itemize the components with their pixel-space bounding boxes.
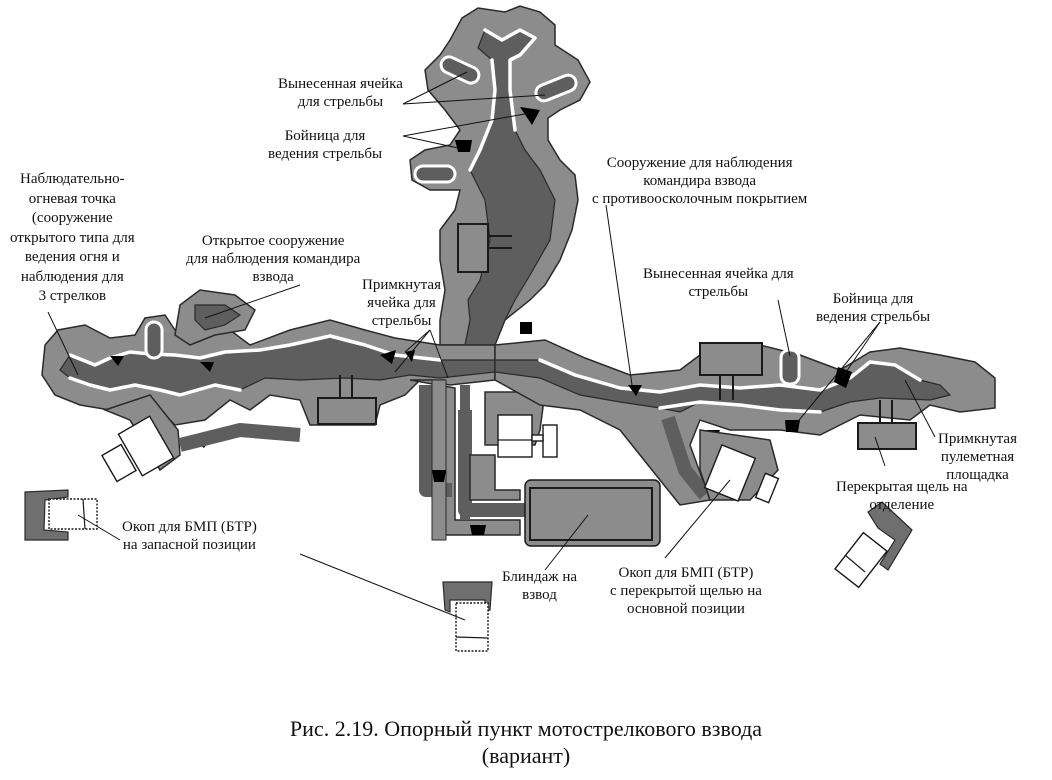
advanced-cell-east <box>779 348 801 386</box>
covered-slit-west <box>317 397 377 425</box>
label-line: Вынесенная ячейка для <box>643 266 794 282</box>
label-line: ведения огня и <box>24 249 120 265</box>
label-line: пулеметная <box>940 449 1015 465</box>
label-line: стрельбы <box>371 313 432 329</box>
label-line: с противоосколочным покрытием <box>592 191 808 207</box>
label-open-commander-post: Открытое сооружение для наблюдения коман… <box>186 232 360 286</box>
label-line: Окоп для БМП (БТР) <box>618 565 754 581</box>
covered-post-box <box>457 223 489 273</box>
label-line: ячейка для <box>367 295 436 311</box>
caption-line-1: Рис. 2.19. Опорный пункт мотострелкового… <box>289 716 763 741</box>
label-line: открытого типа для <box>10 229 135 246</box>
label-line: на запасной позиции <box>122 537 256 553</box>
label-adjoining-mg-platform: Примкнутая пулеметная площадка <box>938 430 1017 484</box>
cell-w1 <box>144 320 164 360</box>
label-line: наблюдения для <box>20 268 124 285</box>
label-line: Окоп для БМП (БТР) <box>122 519 257 535</box>
label-covered-slit: Перекрытая щель на отделение <box>836 478 968 514</box>
label-line: для наблюдения командира <box>186 251 361 267</box>
label-main-ifv-trench: Окоп для БМП (БТР) с перекрытой щелью на… <box>610 564 762 618</box>
reserve-ifv-trench-south <box>442 581 493 652</box>
open-commander-post <box>194 304 242 331</box>
label-reserve-ifv-trench: Окоп для БМП (БТР) на запасной позиции <box>122 518 257 554</box>
label-line: Бойница для <box>832 291 914 307</box>
label-adjoining-cell: Примкнутая ячейка для стрельбы <box>362 276 441 330</box>
main-trench-west <box>41 289 496 483</box>
north-spur <box>409 5 591 346</box>
figure-caption: Рис. 2.19. Опорный пункт мотострелкового… <box>0 715 1052 769</box>
label-line: Сооружение для наблюдения <box>606 155 793 171</box>
label-line: Открытое сооружение <box>201 233 345 249</box>
label-line: Примкнутая <box>362 277 441 293</box>
label-line: ведения стрельбы <box>268 146 383 162</box>
caption-line-2: (вариант) <box>481 743 571 768</box>
label-line: Примкнутая <box>938 431 1017 447</box>
label-line: Блиндаж на <box>502 569 578 585</box>
reserve-ifv-trench-east <box>834 501 913 589</box>
leader-lines <box>47 71 936 621</box>
loophole-w <box>455 140 472 152</box>
label-line: основной позиции <box>626 601 745 617</box>
loophole-ne <box>520 107 540 125</box>
label-line: Наблюдательно- <box>20 171 125 187</box>
label-line: Перекрытая щель на <box>836 479 968 495</box>
label-advanced-cell-right: Вынесенная ячейка для стрельбы <box>643 265 794 301</box>
label-line: ведения стрельбы <box>816 309 931 325</box>
label-observation-fire-point: Наблюдательно- огневая точка (сооружение… <box>10 170 135 307</box>
label-line: для стрельбы <box>297 94 384 110</box>
reserve-ifv-trench-west <box>24 489 98 541</box>
label-line: командира взвода <box>643 173 756 189</box>
label-loophole-top: Бойница для ведения стрельбы <box>268 127 382 163</box>
advanced-cell-w <box>413 164 457 184</box>
covered-slit-east <box>857 422 917 450</box>
central-trenches <box>409 379 661 547</box>
label-line: Вынесенная ячейка <box>278 76 403 92</box>
label-line: 3 стрелков <box>38 288 107 304</box>
label-line: взвод <box>522 587 557 603</box>
label-line: площадка <box>946 467 1009 483</box>
label-line: с перекрытой щелью на <box>610 583 762 599</box>
platoon-strongpoint-diagram <box>24 5 996 652</box>
label-line: стрельбы <box>688 284 749 300</box>
label-line: Бойница для <box>284 128 366 144</box>
label-advanced-cell-top: Вынесенная ячейка для стрельбы <box>278 75 403 111</box>
label-dugout: Блиндаж на взвод <box>502 568 577 604</box>
label-line: взвода <box>252 269 294 285</box>
label-line: огневая точка <box>28 190 116 207</box>
covered-commander-post <box>699 342 763 376</box>
label-covered-commander-post: Сооружение для наблюдения командира взво… <box>592 154 807 208</box>
label-line: отделение <box>869 497 935 513</box>
label-line: (сооружение <box>31 210 113 226</box>
label-loophole-right: Бойница для ведения стрельбы <box>816 290 930 326</box>
main-trench-east <box>494 339 996 506</box>
